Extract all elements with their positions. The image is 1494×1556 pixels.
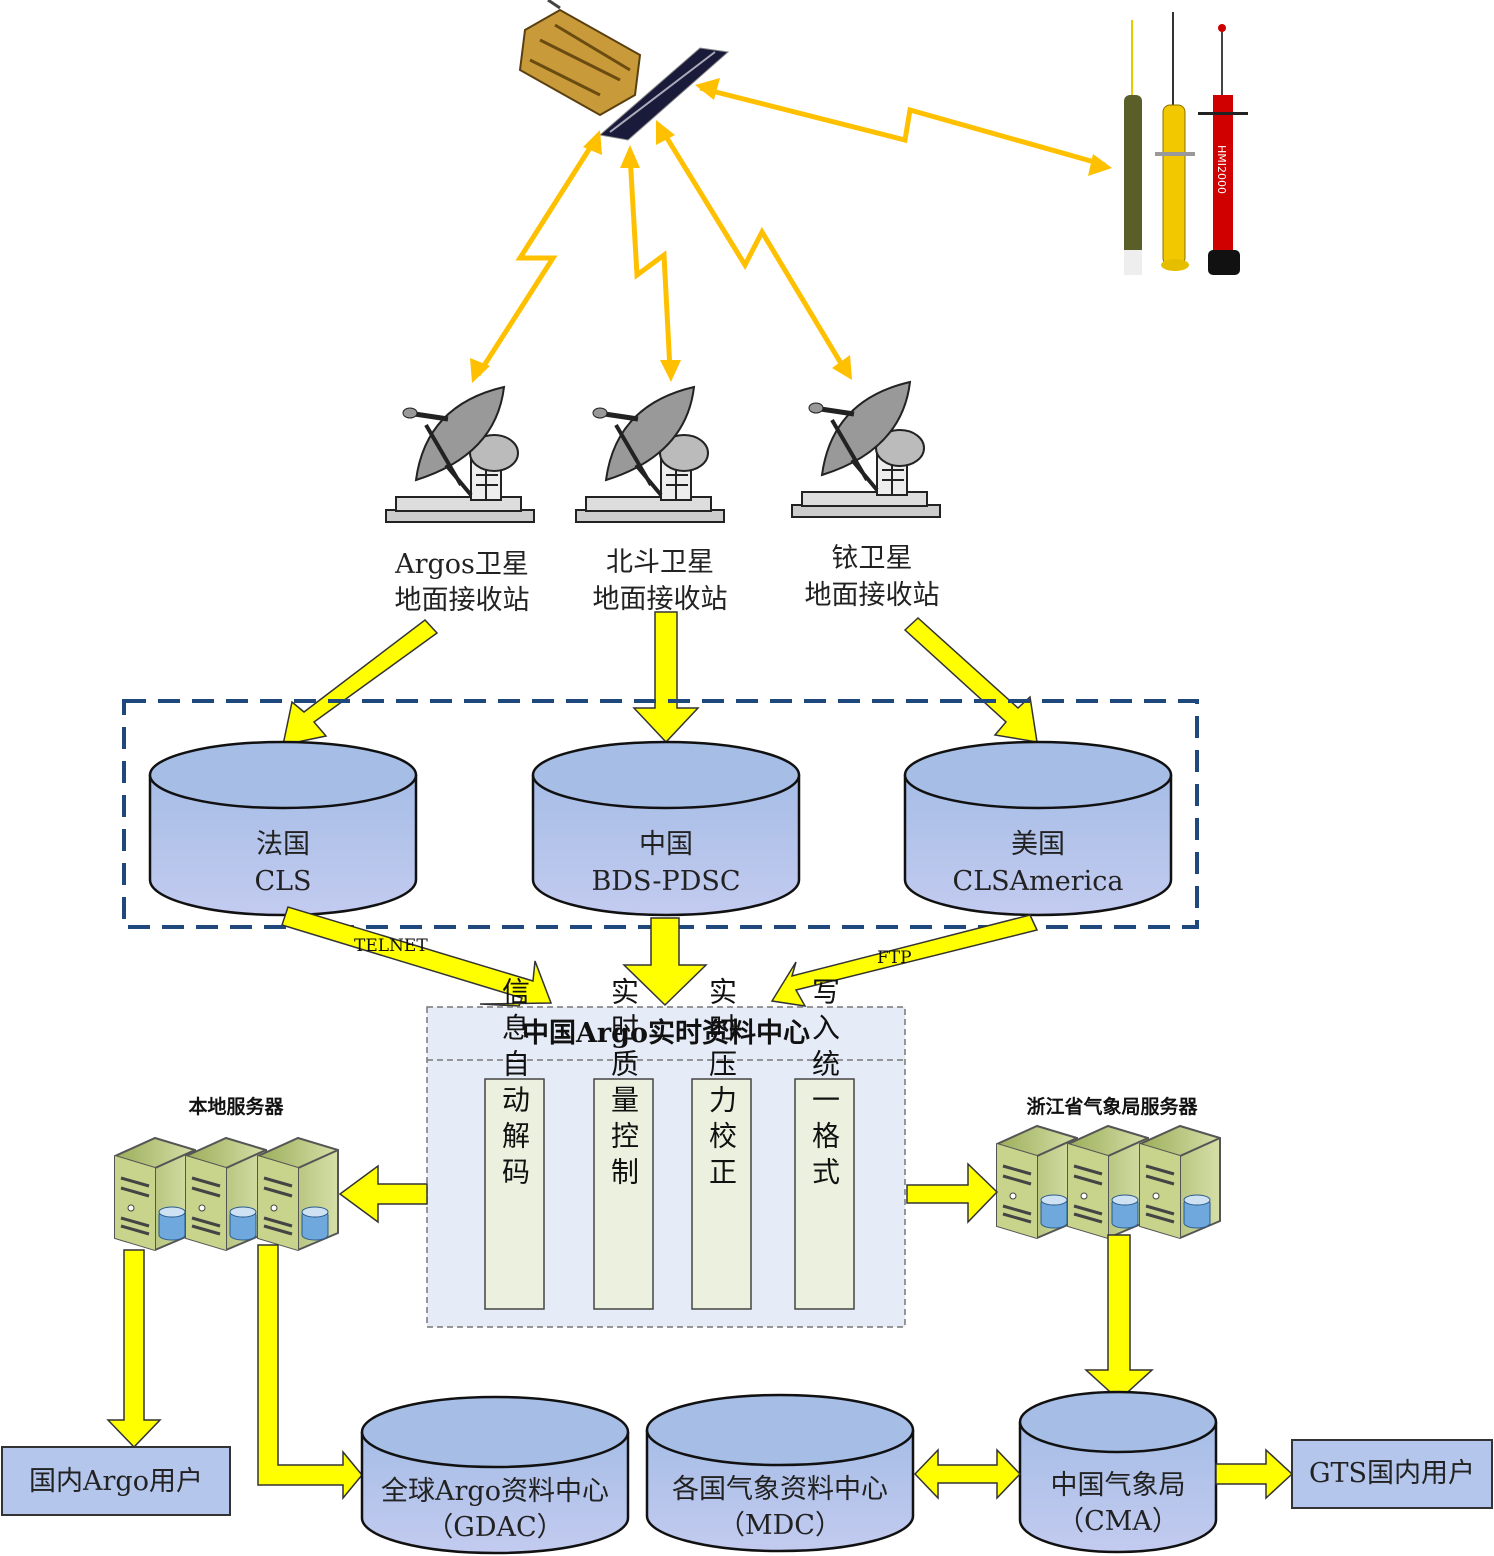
center-label: BDS-PDSC [591,866,740,897]
step-box [593,1078,654,1310]
mdc-label: （MDC） [718,1510,842,1541]
station-iridium: 铱卫星 地面接收站 [792,382,940,611]
ftp-label: FTP [877,948,912,968]
cma-label: （CMA） [1057,1506,1179,1537]
float-label: HMI2000 [1215,145,1228,194]
gdac-label: 全球Argo资料中心 [381,1476,609,1507]
flow-arrow [1215,1448,1294,1500]
station-label: 地面接收站 [593,584,728,615]
telnet-label: TELNET [354,936,428,956]
mdc-label: 各国气象资料中心 [672,1474,888,1505]
gts-users-label: GTS国内用户 [1309,1458,1475,1489]
cylinder-gdac: 全球Argo资料中心 （GDAC） [360,1395,630,1555]
flow-arrow [622,917,708,1007]
local-server-label: 本地服务器 [188,1095,284,1118]
step-label: 写入统一格式 [808,977,841,1193]
step-label: 信息自动解码 [498,977,531,1193]
telnet-arrow [281,906,553,1007]
station-label: 地面接收站 [805,580,940,611]
center-label: CLS [254,866,311,897]
flow-arrow [338,1164,428,1224]
cylinder-clsamerica: 美国 CLSAmerica [903,740,1173,917]
station-beidou: 北斗卫星 地面接收站 [576,387,728,615]
step-box [691,1078,752,1310]
center-label: CLSAmerica [953,866,1124,897]
flow-arrow [257,1244,363,1501]
station-argos: Argos卫星 地面接收站 [386,387,534,616]
cylinder-bds-pdsc: 中国 BDS-PDSC [531,740,801,917]
flow-arrow [106,1249,162,1449]
gts-users-box: GTS国内用户 [1291,1439,1493,1509]
domestic-users-label: 国内Argo用户 [29,1466,203,1497]
station-label: Argos卫星 [394,549,529,580]
argo-floats-icon: HMI2000 [1124,12,1248,275]
zhejiang-server-icon [995,1124,1222,1240]
cylinder-mdc: 各国气象资料中心 （MDC） [645,1393,915,1553]
center-label: 中国 [639,829,693,860]
flow-arrow [282,618,439,746]
flow-arrow [906,1162,999,1224]
station-label: 铱卫星 [832,543,913,574]
satellite-links [470,78,1112,383]
center-label: 法国 [256,829,310,860]
step-box [794,1078,855,1310]
flow-arrow [632,611,700,744]
ftp-arrow [770,914,1039,1007]
step-label: 实时质量控制 [607,977,640,1193]
station-label: 北斗卫星 [606,547,714,578]
bidirectional-arrow [913,1448,1022,1500]
flow-arrow [903,616,1038,743]
station-label: 地面接收站 [395,585,530,616]
flow-arrow [1084,1234,1154,1402]
satellite-icon [518,0,730,141]
cylinder-cls: 法国 CLS [148,740,418,917]
center-label: 美国 [1011,829,1065,860]
gdac-label: （GDAC） [426,1512,563,1543]
processing-steps: 信息自动解码 实时质量控制 实时压力校正 写入统一格式 [484,977,855,1310]
zhejiang-server-label: 浙江省气象局服务器 [1026,1095,1198,1118]
local-server-icon [113,1136,340,1252]
realtime-center-title: 中国Argo实时资料中心 [522,1017,810,1049]
cma-label: 中国气象局 [1051,1470,1186,1501]
overseas-centers-frame [122,699,1199,929]
cylinder-cma: 中国气象局 （CMA） [1018,1390,1218,1554]
step-label: 实时压力校正 [705,977,738,1193]
step-box [484,1078,545,1310]
domestic-argo-users-box: 国内Argo用户 [1,1446,231,1516]
